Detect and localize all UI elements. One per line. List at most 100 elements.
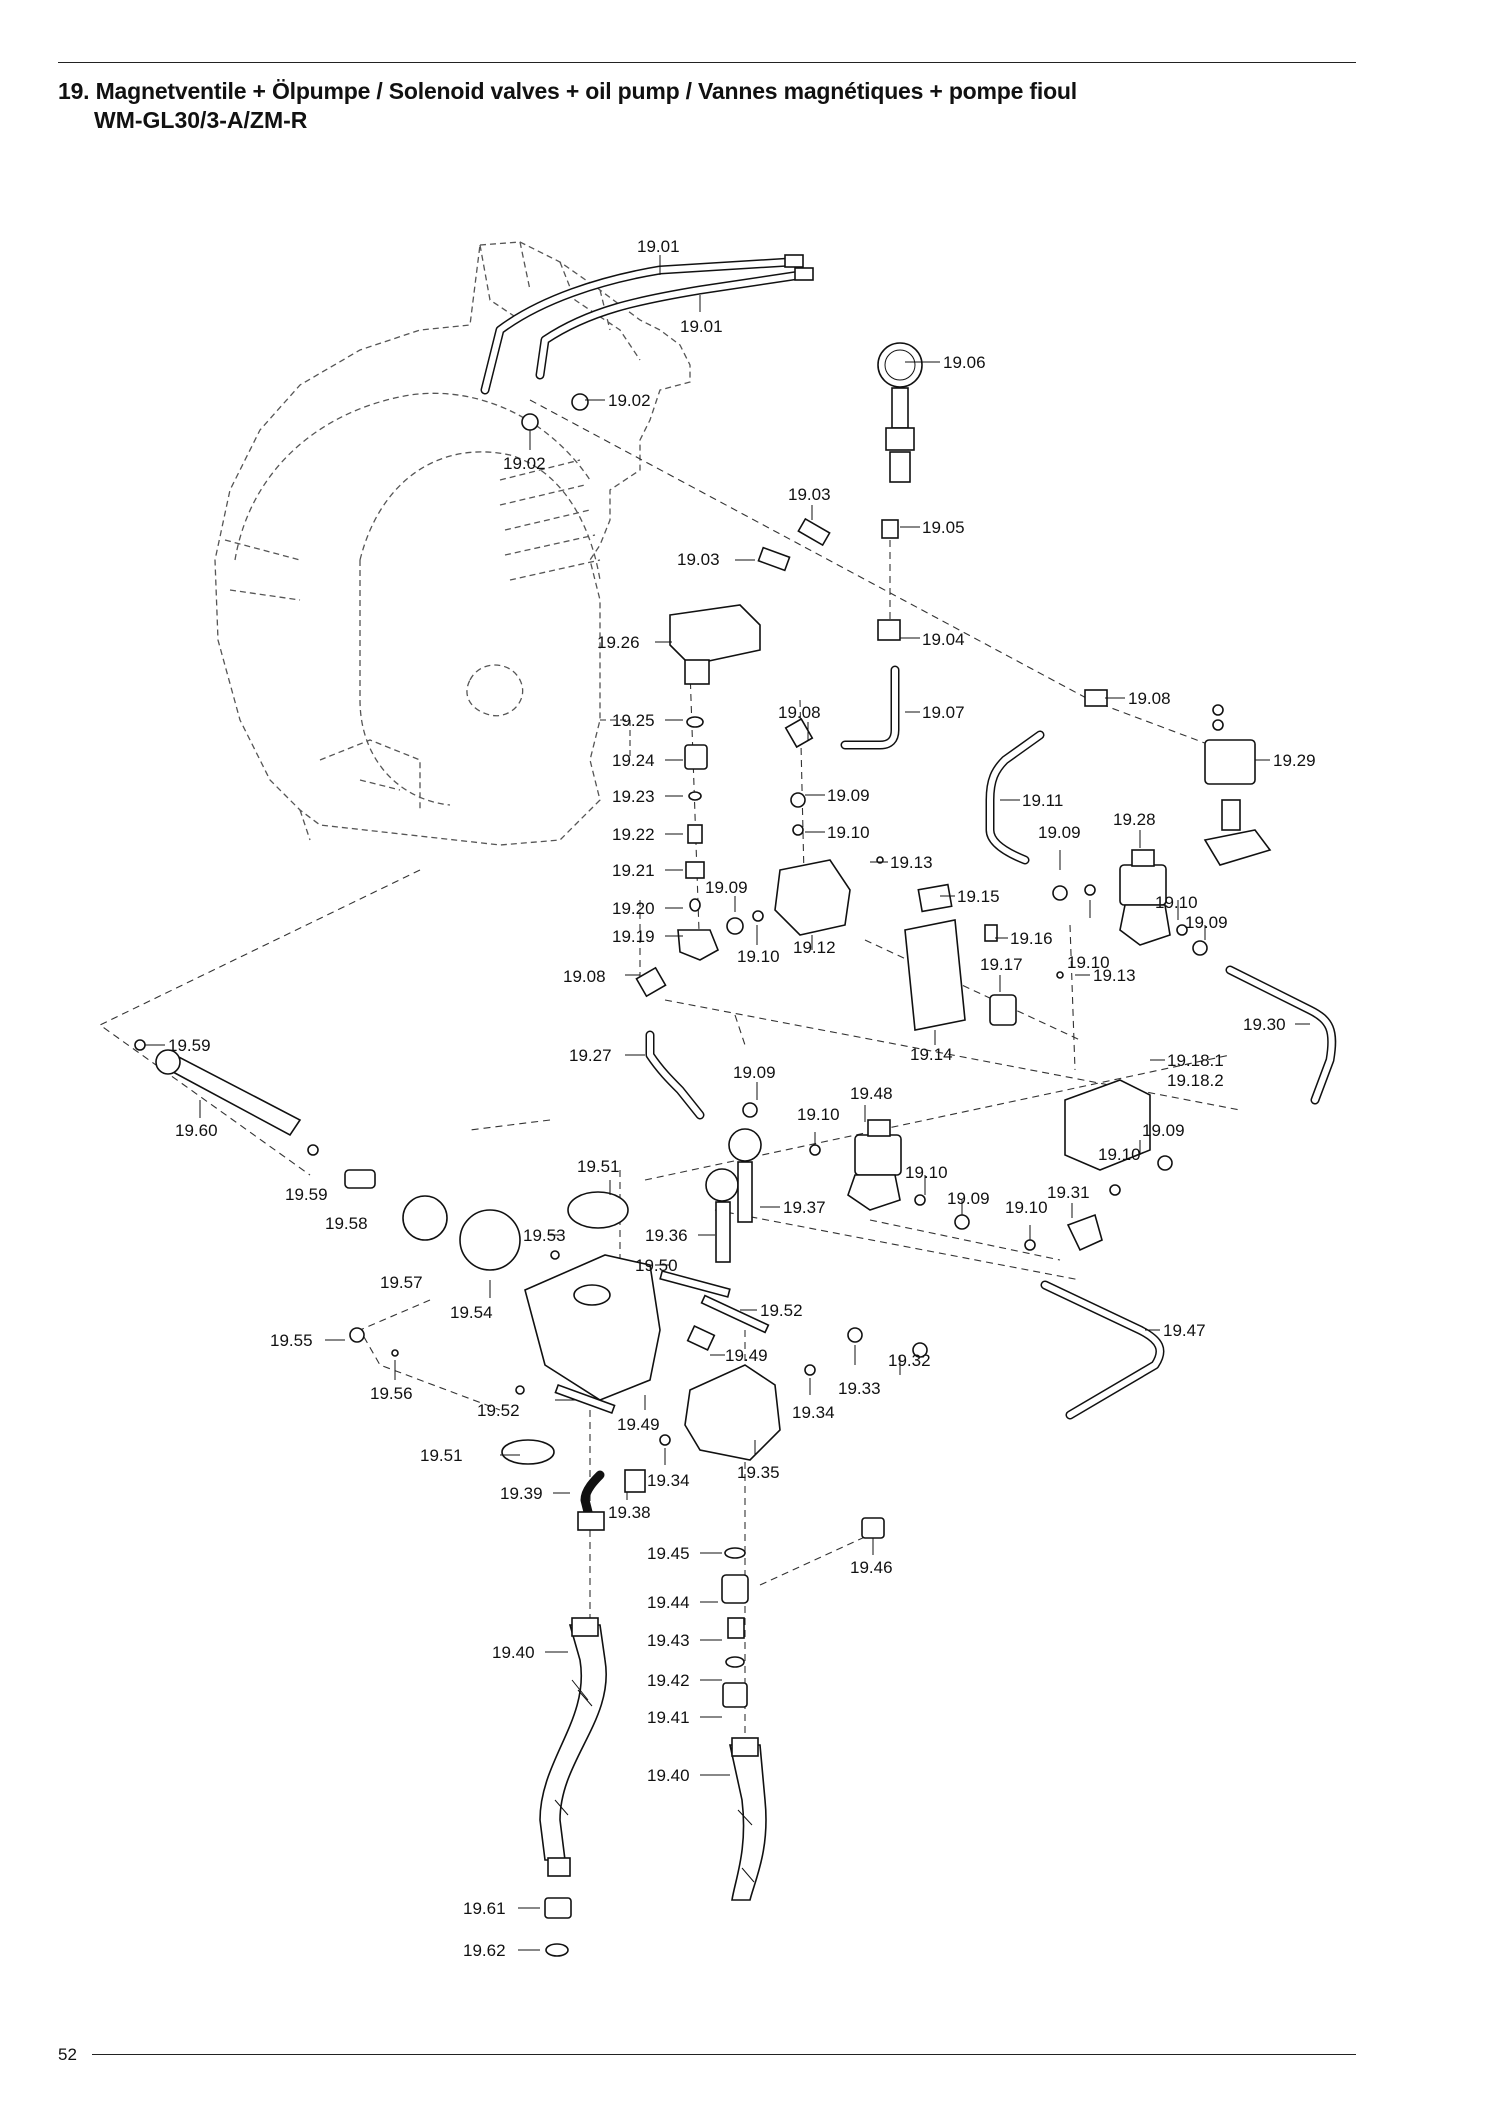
label-19-17: 19.17 <box>980 955 1023 974</box>
label-19-52-a: 19.52 <box>760 1301 803 1320</box>
label-19-03-b: 19.03 <box>677 550 720 569</box>
hose-19-40-left <box>539 1617 607 1877</box>
label-19-44: 19.44 <box>647 1593 690 1612</box>
label-19-31: 19.31 <box>1047 1183 1090 1202</box>
label-19-40-a: 19.40 <box>492 1643 535 1662</box>
label-19-58: 19.58 <box>325 1214 368 1233</box>
label-19-59-a: 19.59 <box>168 1036 211 1055</box>
label-19-30: 19.30 <box>1243 1015 1286 1034</box>
label-19-09-b: 19.09 <box>1038 823 1081 842</box>
elbow-19-39 <box>580 1470 605 1525</box>
label-19-24: 19.24 <box>612 751 655 770</box>
pipe-19-30 <box>1225 965 1337 1105</box>
part-19-16 <box>984 924 998 942</box>
nut-19-39 <box>577 1511 605 1531</box>
label-19-09-c: 19.09 <box>705 878 748 897</box>
label-19-10-h: 19.10 <box>1005 1198 1048 1217</box>
label-19-18-2: 19.18.2 <box>1167 1071 1224 1090</box>
fitting-19-02-b <box>521 413 539 431</box>
label-19-09-a: 19.09 <box>827 786 870 805</box>
plate-19-15 <box>917 883 953 913</box>
nut-19-46 <box>861 1517 885 1539</box>
label-19-20: 19.20 <box>612 899 655 918</box>
label-19-26: 19.26 <box>597 633 640 652</box>
part-19-31 <box>1066 1213 1103 1252</box>
small-fittings <box>134 704 1224 1493</box>
label-19-13-b: 19.13 <box>1093 966 1136 985</box>
cover-19-51-a <box>567 1191 629 1229</box>
label-19-47: 19.47 <box>1163 1321 1206 1340</box>
label-19-15: 19.15 <box>957 887 1000 906</box>
label-19-40-b: 19.40 <box>647 1766 690 1785</box>
label-19-05: 19.05 <box>922 518 965 537</box>
label-19-10-a: 19.10 <box>827 823 870 842</box>
solenoid-valve-19-28 <box>1119 849 1171 946</box>
label-19-61: 19.61 <box>463 1899 506 1918</box>
part-stack-19-19-to-19-25 <box>677 716 720 961</box>
label-19-51-b: 19.51 <box>420 1446 463 1465</box>
bracket-19-14 <box>904 919 966 1031</box>
part-19-05 <box>881 519 899 539</box>
label-19-53: 19.53 <box>523 1226 566 1245</box>
tee-19-04 <box>877 619 901 641</box>
page-subtitle: WM-GL30/3-A/ZM-R <box>94 107 308 133</box>
label-19-10-b: 19.10 <box>1155 893 1198 912</box>
label-19-19: 19.19 <box>612 927 655 946</box>
label-19-10-f: 19.10 <box>1098 1145 1141 1164</box>
label-19-13-a: 19.13 <box>890 853 933 872</box>
label-19-35: 19.35 <box>737 1463 780 1482</box>
nipple-19-03-a <box>797 517 831 547</box>
hose-19-40-right <box>729 1737 767 1901</box>
label-19-08-c: 19.08 <box>563 967 606 986</box>
label-19-49-a: 19.49 <box>725 1346 768 1365</box>
label-19-34-b: 19.34 <box>647 1471 690 1490</box>
label-19-38: 19.38 <box>608 1503 651 1522</box>
top-rule <box>58 62 1356 63</box>
pipe-19-07 <box>840 665 900 750</box>
label-19-33: 19.33 <box>838 1379 881 1398</box>
label-19-34-a: 19.34 <box>792 1403 835 1422</box>
label-19-41: 19.41 <box>647 1708 690 1727</box>
label-19-54: 19.54 <box>450 1303 493 1322</box>
label-19-08-a: 19.08 <box>1128 689 1171 708</box>
nipple-19-61 <box>544 1897 572 1919</box>
bottom-rule <box>92 2054 1356 2055</box>
label-19-59-b: 19.59 <box>285 1185 328 1204</box>
seal-19-62 <box>545 1943 569 1957</box>
ring-19-51-b <box>501 1439 555 1465</box>
label-19-39: 19.39 <box>500 1484 543 1503</box>
block-19-12 <box>774 859 851 936</box>
label-19-04: 19.04 <box>922 630 965 649</box>
label-19-62: 19.62 <box>463 1941 506 1960</box>
label-19-28: 19.28 <box>1113 810 1156 829</box>
label-19-50: 19.50 <box>635 1256 678 1275</box>
page-number: 52 <box>58 2045 77 2064</box>
label-19-57: 19.57 <box>380 1273 423 1292</box>
label-19-11: 19.11 <box>1022 791 1063 810</box>
label-19-45: 19.45 <box>647 1544 690 1563</box>
label-19-06: 19.06 <box>943 353 986 372</box>
label-19-46: 19.46 <box>850 1558 893 1577</box>
label-19-09-e: 19.09 <box>733 1063 776 1082</box>
label-19-01-b: 19.01 <box>680 317 723 336</box>
label-19-10-c: 19.10 <box>1067 953 1110 972</box>
label-19-32: 19.32 <box>888 1351 931 1370</box>
label-19-37: 19.37 <box>783 1198 826 1217</box>
valve-stem-19-29 <box>1221 799 1241 831</box>
label-19-09-f: 19.09 <box>1142 1121 1185 1140</box>
label-19-01-a: 19.01 <box>637 237 680 256</box>
label-19-02-a: 19.02 <box>608 391 651 410</box>
page-title: 19. Magnetventile + Ölpumpe / Solenoid v… <box>58 78 1077 104</box>
leader-lines <box>145 255 1310 1951</box>
label-19-49-b: 19.49 <box>617 1415 660 1434</box>
label-19-02-b: 19.02 <box>503 454 546 473</box>
label-19-12: 19.12 <box>793 938 836 957</box>
gauge-19-06 <box>877 342 923 483</box>
label-19-07: 19.07 <box>922 703 965 722</box>
part-19-58 <box>344 1169 376 1189</box>
label-19-29: 19.29 <box>1273 751 1316 770</box>
label-19-10-e: 19.10 <box>797 1105 840 1124</box>
flange-19-54 <box>459 1209 521 1271</box>
valve-body-19-29 <box>1203 829 1272 866</box>
